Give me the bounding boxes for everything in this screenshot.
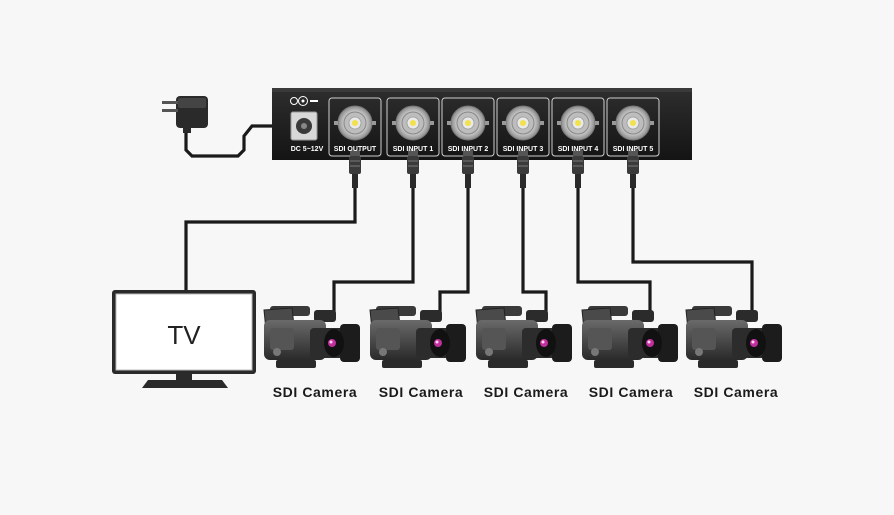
port-label-input-3: SDI INPUT 3 — [502, 146, 544, 153]
cable-tv — [184, 188, 357, 292]
port-label-input-2: SDI INPUT 2 — [447, 146, 489, 153]
camera-label-2: SDI Camera — [378, 384, 464, 400]
power-label: DC 5~12V — [290, 146, 324, 153]
port-label-input-5: SDI INPUT 5 — [612, 146, 654, 153]
bnc-plug-1 — [407, 150, 419, 188]
camera-label-3: SDI Camera — [483, 384, 569, 400]
port-label-output: SDI OUTPUT — [333, 146, 377, 153]
tv-icon — [112, 290, 256, 388]
tv-label: TV — [167, 320, 201, 350]
bnc-plug-2 — [462, 150, 474, 188]
cable-cam-3 — [521, 188, 548, 312]
cameras — [263, 305, 783, 369]
bnc-plug-output — [349, 150, 361, 188]
bnc-plug-3 — [517, 150, 529, 188]
cable-cam-5 — [631, 188, 754, 312]
power-adapter-icon — [162, 96, 208, 133]
sdi-camera-icon-4 — [581, 305, 679, 369]
port-label-input-1: SDI INPUT 1 — [392, 146, 434, 153]
sdi-camera-icon-1 — [263, 305, 361, 369]
cables — [184, 124, 754, 314]
port-label-input-4: SDI INPUT 4 — [557, 146, 599, 153]
camera-label-5: SDI Camera — [693, 384, 779, 400]
sdi-camera-icon-5 — [685, 305, 783, 369]
power-cable — [184, 124, 272, 158]
sdi-camera-icon-2 — [369, 305, 467, 369]
bnc-plug-4 — [572, 150, 584, 188]
cable-cam-1 — [332, 188, 415, 314]
cable-cam-2 — [438, 188, 470, 312]
bnc-plug-5 — [627, 150, 639, 188]
cable-cam-4 — [576, 188, 652, 312]
camera-label-4: SDI Camera — [588, 384, 674, 400]
sdi-camera-icon-3 — [475, 305, 573, 369]
camera-label-1: SDI Camera — [272, 384, 358, 400]
